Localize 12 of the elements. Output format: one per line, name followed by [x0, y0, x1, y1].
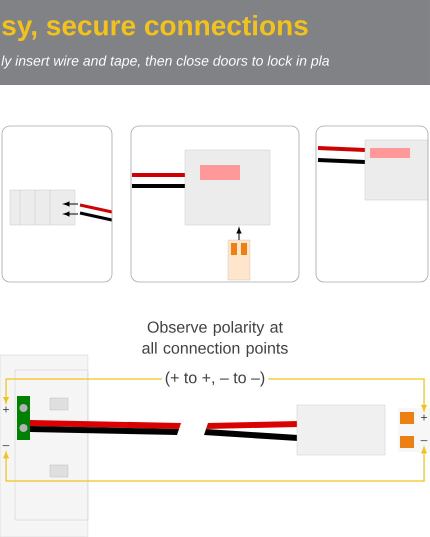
photo-panel — [316, 126, 428, 282]
photo-panel — [130, 126, 300, 282]
polarity-sign: + — [421, 414, 427, 420]
edge-label: (+ to +, – to –) — [162, 368, 268, 390]
title: sy, secure connections — [2, 14, 308, 42]
polarity-note: Observe polarity at all connection points — [142, 321, 288, 357]
photo-panel — [2, 126, 112, 282]
polarity-sign: + — [3, 406, 9, 412]
polarity-arrow — [3, 446, 427, 482]
polarity-sign: – — [420, 440, 428, 442]
polarity-sign: – — [2, 445, 10, 446]
subtitle: ly insert wire and tape, then close doors to lock in pla — [1, 55, 330, 69]
